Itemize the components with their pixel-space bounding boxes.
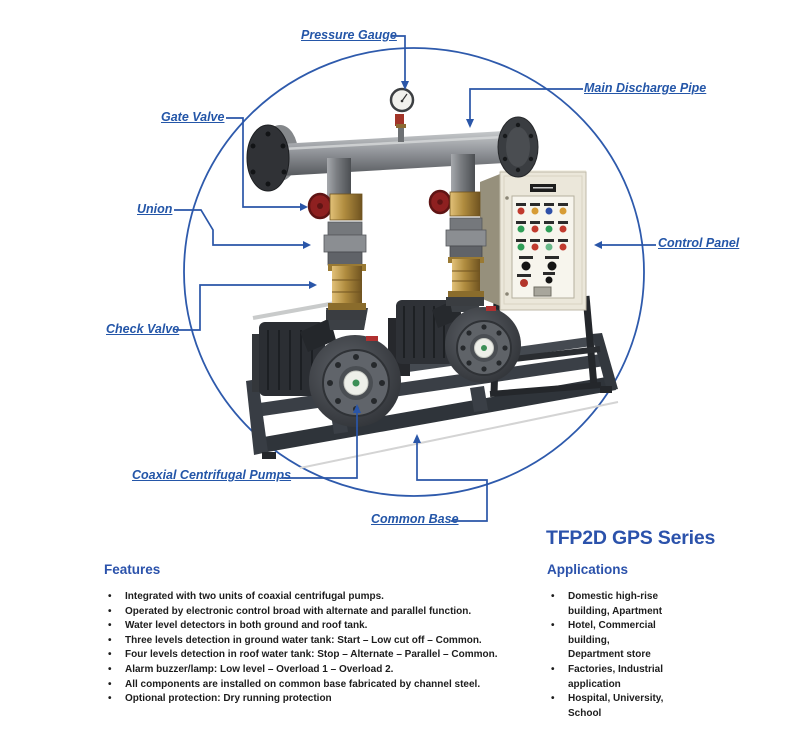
application-line: Hospital, University,	[568, 693, 664, 705]
application-item: Domestic high-rise building, Apartment	[547, 590, 677, 619]
feature-item: All components are installed on common b…	[104, 678, 544, 693]
right-centrifugal-pump	[445, 292, 521, 383]
callout-lines	[174, 35, 656, 522]
pressure-gauge-graphic	[389, 87, 415, 142]
feature-item: Four levels detection in roof water tank…	[104, 648, 544, 663]
application-line: School	[568, 707, 602, 719]
right-pipe-assembly	[428, 154, 487, 306]
callout-label-union: Union	[137, 202, 173, 216]
feature-item: Operated by electronic control broad wit…	[104, 605, 544, 620]
enclosing-circle-icon	[183, 47, 645, 497]
feature-item: Alarm buzzer/lamp: Low level – Overload …	[104, 663, 544, 678]
applications-list: Domestic high-rise building, Apartment H…	[547, 590, 677, 721]
application-item: Hospital, University, School	[547, 692, 677, 721]
product-title: TFP2D GPS Series	[546, 527, 716, 549]
application-line: Factories, Industrial	[568, 663, 664, 675]
callout-arrowheads	[300, 81, 602, 443]
left-pipe-assembly	[307, 158, 367, 320]
callout-label-control-panel: Control Panel	[658, 236, 740, 250]
callout-label-check-valve: Check Valve	[106, 322, 180, 336]
application-line: Hotel, Commercial	[568, 620, 656, 632]
indicator-lights	[517, 207, 567, 251]
feature-item: Integrated with two units of coaxial cen…	[104, 590, 544, 605]
application-line: Domestic high-rise	[568, 591, 659, 602]
callout-label-gate-valve: Gate Valve	[161, 110, 225, 124]
control-panel-cabinet	[480, 170, 587, 311]
application-item: Hotel, Commercial building, Department s…	[547, 619, 677, 663]
application-item: Factories, Industrial application	[547, 663, 677, 692]
callout-label-pressure-gauge: Pressure Gauge	[301, 28, 397, 42]
feature-item: Water level detectors in both ground and…	[104, 619, 544, 634]
applications-heading: Applications	[547, 562, 629, 577]
callout-label-common-base: Common Base	[371, 512, 459, 526]
features-list: Integrated with two units of coaxial cen…	[104, 590, 544, 707]
application-line: Department store	[568, 649, 651, 661]
main-discharge-pipe-graphic	[246, 87, 539, 192]
left-centrifugal-pump	[309, 308, 401, 427]
application-line: application	[568, 678, 621, 690]
feature-item: Optional protection: Dry running protect…	[104, 692, 544, 707]
application-line: building,	[568, 634, 610, 646]
features-heading: Features	[104, 562, 161, 577]
application-line: building, Apartment	[568, 605, 663, 617]
callout-label-main-discharge-pipe: Main Discharge Pipe	[584, 81, 707, 95]
feature-item: Three levels detection in ground water t…	[104, 634, 544, 649]
callout-label-coaxial-pumps: Coaxial Centrifugal Pumps	[132, 468, 292, 482]
